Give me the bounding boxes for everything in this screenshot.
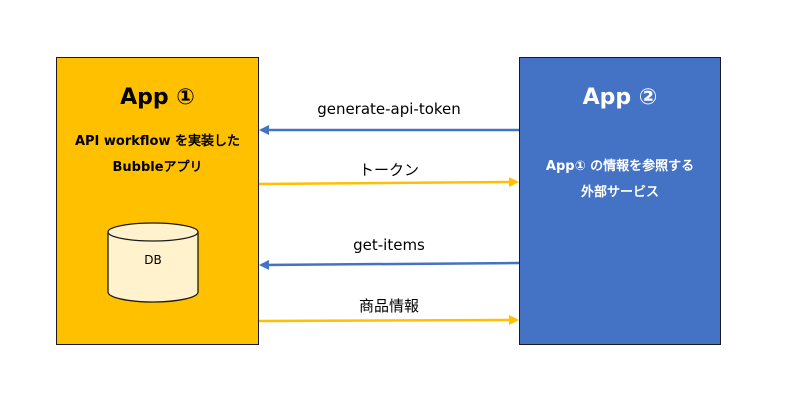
app1-description-line2: Bubbleアプリ bbox=[112, 160, 203, 175]
arrow-label-product-info: 商品情報 bbox=[358, 297, 419, 315]
app1-description-line1: API workflow を実装した bbox=[74, 134, 241, 149]
app2-title: App ② bbox=[582, 85, 658, 110]
arrow-token bbox=[258, 177, 519, 188]
app2-description-line1: App① の情報を参照する bbox=[545, 159, 695, 174]
arrow-label-get-items: get-items bbox=[353, 236, 425, 254]
app2-description: App① の情報を参照する 外部サービス bbox=[520, 154, 720, 206]
app2-description-line2: 外部サービス bbox=[580, 185, 659, 200]
app1-description: API workflow を実装した Bubbleアプリ bbox=[57, 129, 258, 181]
database-icon bbox=[107, 222, 199, 303]
arrow-product-info bbox=[258, 315, 519, 326]
arrow-label-generate-api-token: generate-api-token bbox=[317, 100, 461, 118]
app2-box: App ② App① の情報を参照する 外部サービス bbox=[519, 57, 721, 345]
app1-title: App ① bbox=[120, 85, 195, 110]
arrow-label-token: トークン bbox=[358, 161, 419, 179]
arrow-get-items bbox=[259, 259, 520, 270]
db-label: DB bbox=[144, 253, 162, 267]
